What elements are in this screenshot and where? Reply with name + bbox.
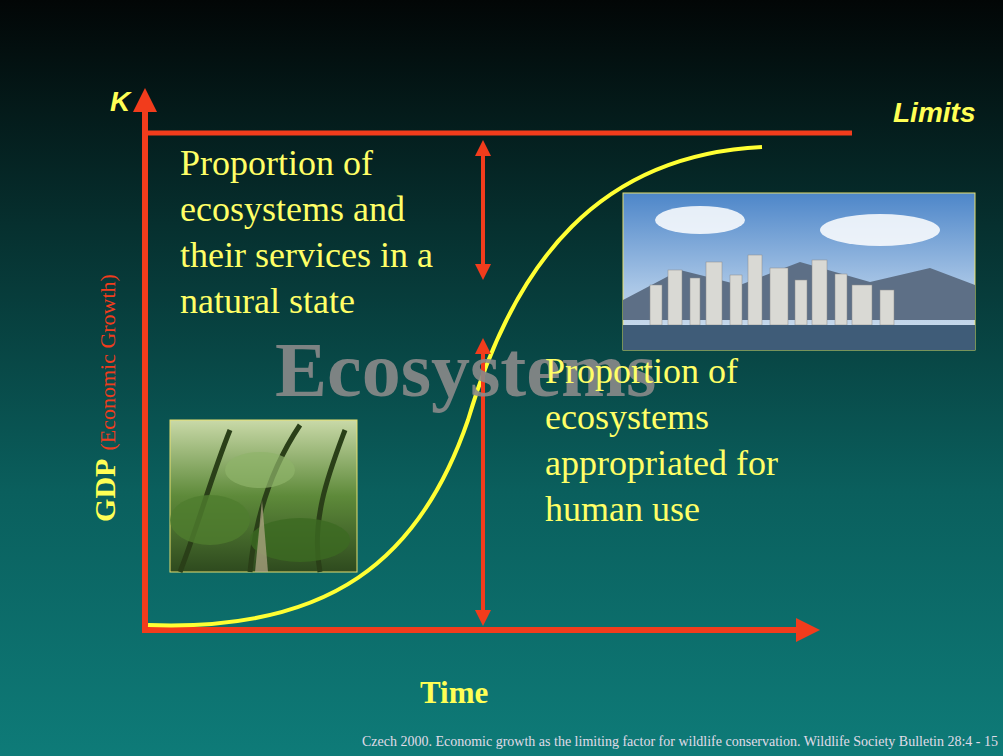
limit-line bbox=[145, 131, 852, 136]
axis-title: Time bbox=[420, 675, 488, 711]
city-photo bbox=[623, 193, 975, 350]
forest-photo bbox=[170, 420, 357, 572]
region-text: Proportion of ecosystems appropriated fo… bbox=[545, 348, 785, 532]
y-axis bbox=[142, 100, 148, 630]
x-axis bbox=[142, 627, 808, 633]
double-arrow bbox=[481, 148, 485, 272]
citation: Czech 2000. Economic growth as the limit… bbox=[362, 734, 998, 750]
limits-label: Limits bbox=[893, 97, 975, 129]
axis-title: GDP bbox=[88, 459, 121, 522]
axis-subtitle: (Economic Growth) bbox=[95, 274, 120, 451]
region-text: Proportion of ecosystems and their servi… bbox=[180, 140, 455, 324]
axis-letter: K bbox=[110, 86, 130, 118]
axis-title-group: GDP (Economic Growth) bbox=[88, 274, 122, 522]
